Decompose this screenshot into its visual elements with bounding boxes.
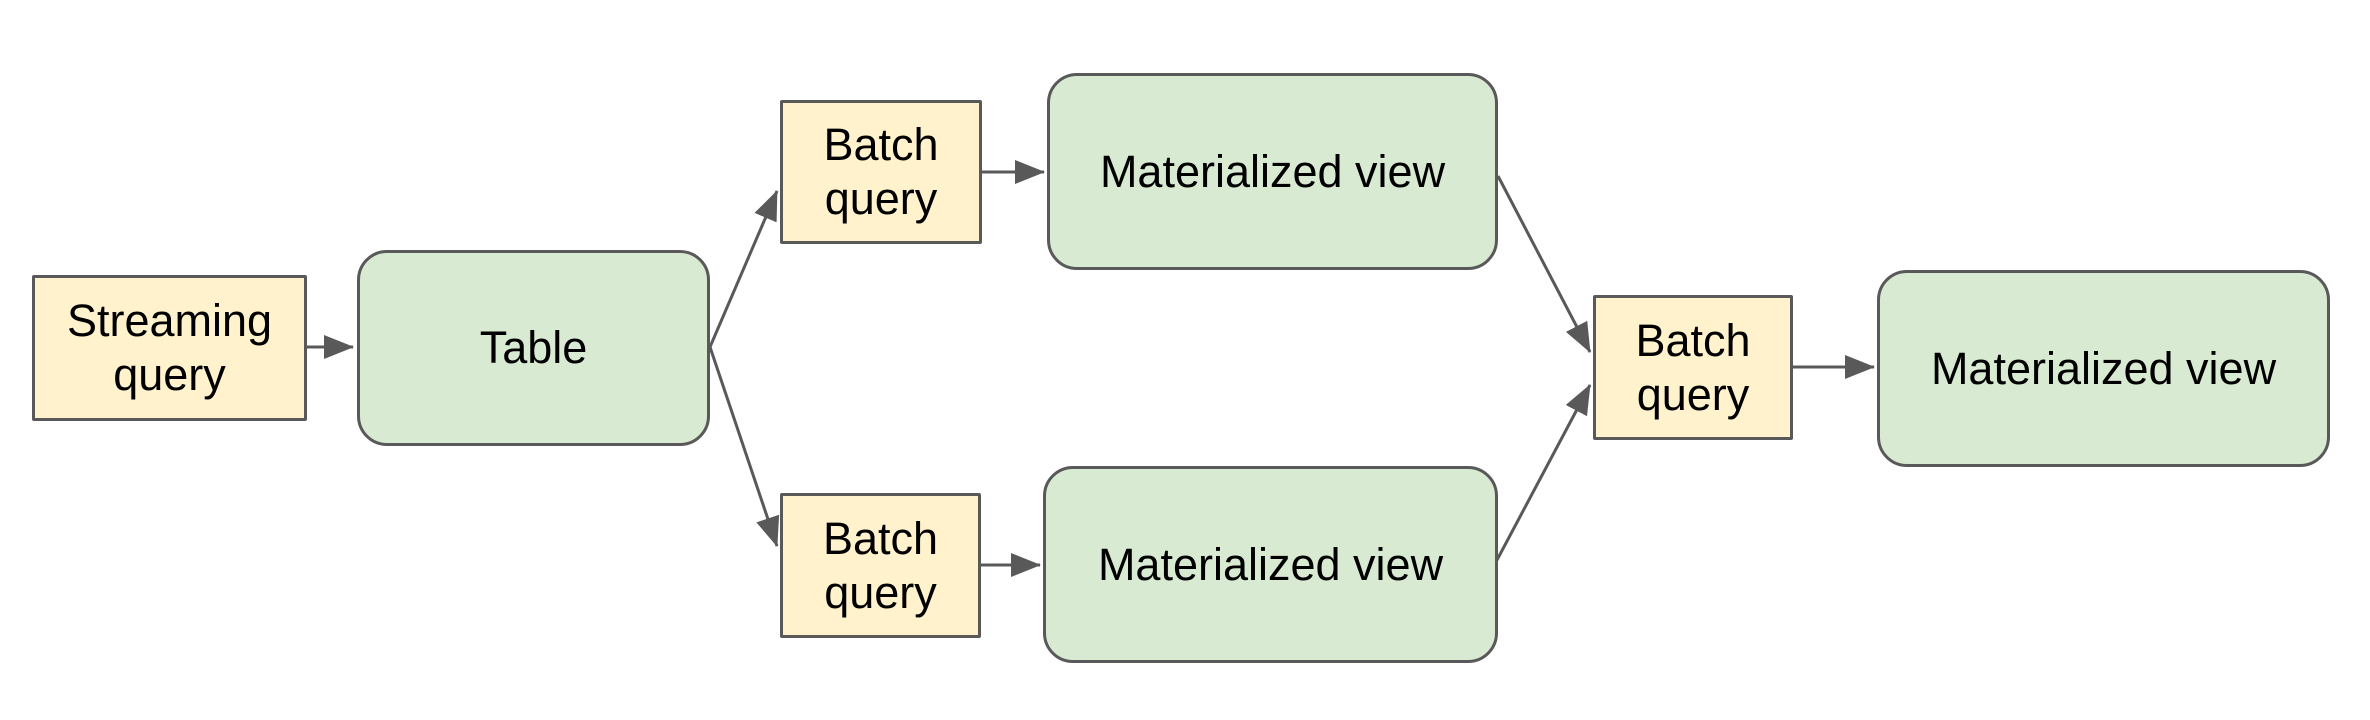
- edge-table-to-batch-query-top: [708, 190, 779, 348]
- node-materialized-view-top-label: Materialized view: [1099, 145, 1446, 197]
- node-table-label: Table: [479, 322, 588, 373]
- edge-materialized-view-top-to-batch-query-right: [1496, 175, 1592, 353]
- node-batch-query-right: Batch query: [1593, 295, 1793, 440]
- node-streaming-query-label: Streaming query: [66, 295, 273, 400]
- node-streaming-query: Streaming query: [32, 275, 307, 421]
- node-batch-query-top: Batch query: [780, 100, 982, 244]
- node-materialized-view-bottom-label: Materialized view: [1097, 538, 1444, 590]
- node-table: Table: [357, 250, 710, 446]
- node-materialized-view-bottom: Materialized view: [1043, 466, 1498, 663]
- node-batch-query-bottom: Batch query: [780, 493, 981, 638]
- node-batch-query-top-label: Batch query: [823, 119, 939, 224]
- node-materialized-view-top: Materialized view: [1047, 73, 1498, 270]
- node-batch-query-right-label: Batch query: [1635, 314, 1751, 420]
- edge-table-to-batch-query-bottom: [708, 346, 780, 547]
- node-materialized-view-final-label: Materialized view: [1930, 342, 2277, 394]
- edge-materialized-view-bottom-to-batch-query-right: [1495, 384, 1592, 561]
- node-batch-query-bottom-label: Batch query: [822, 512, 939, 618]
- node-materialized-view-final: Materialized view: [1877, 270, 2330, 467]
